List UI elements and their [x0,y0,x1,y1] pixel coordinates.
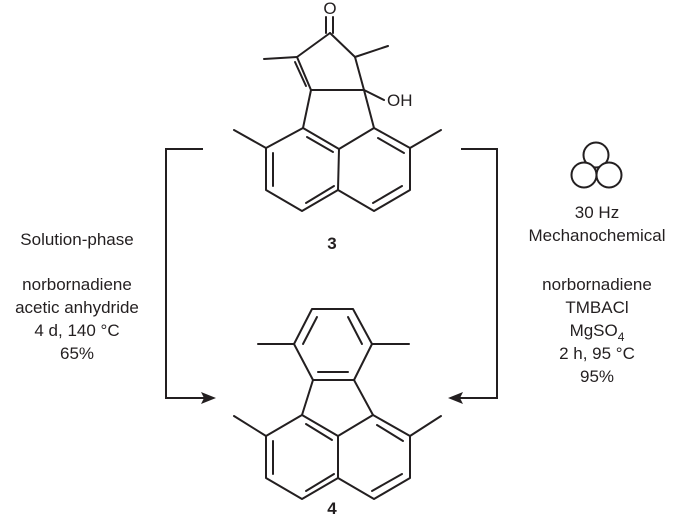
hydroxyl-label: OH [387,91,413,110]
solution-phase-conditions: Solution-phase norbornadiene acetic anhy… [15,230,139,363]
mechano-drying-agent-subscript: 4 [618,330,625,344]
solution-phase-line-4: 65% [60,344,94,363]
mechano-drying-agent-base: MgSO [570,321,618,340]
solution-phase-line-2: acetic anhydride [15,298,139,317]
three-balls-icon [570,141,623,189]
compound-4-number: 4 [327,499,337,518]
mechano-title: Mechanochemical [528,226,665,245]
compound-4-structure [233,308,442,500]
mechano-yield: 95% [580,367,614,386]
mechanochemical-conditions: 30 Hz Mechanochemical norbornadiene TMBA… [528,203,665,386]
solution-phase-title: Solution-phase [20,230,133,249]
solution-phase-line-1: norbornadiene [22,275,132,294]
solution-phase-arrow [165,148,216,404]
mechano-drying-agent: MgSO4 [570,321,625,344]
solution-phase-line-3: 4 d, 140 °C [34,321,119,340]
mechano-reagent-2: TMBACl [565,298,628,317]
mechanochemical-arrow [448,148,498,404]
mechano-time-temp: 2 h, 95 °C [559,344,635,363]
carbonyl-oxygen-label: O [323,0,336,18]
compound-3-structure [233,16,442,212]
compound-3-number: 3 [327,234,336,253]
mechano-frequency: 30 Hz [575,203,619,222]
mechano-reagent-1: norbornadiene [542,275,652,294]
